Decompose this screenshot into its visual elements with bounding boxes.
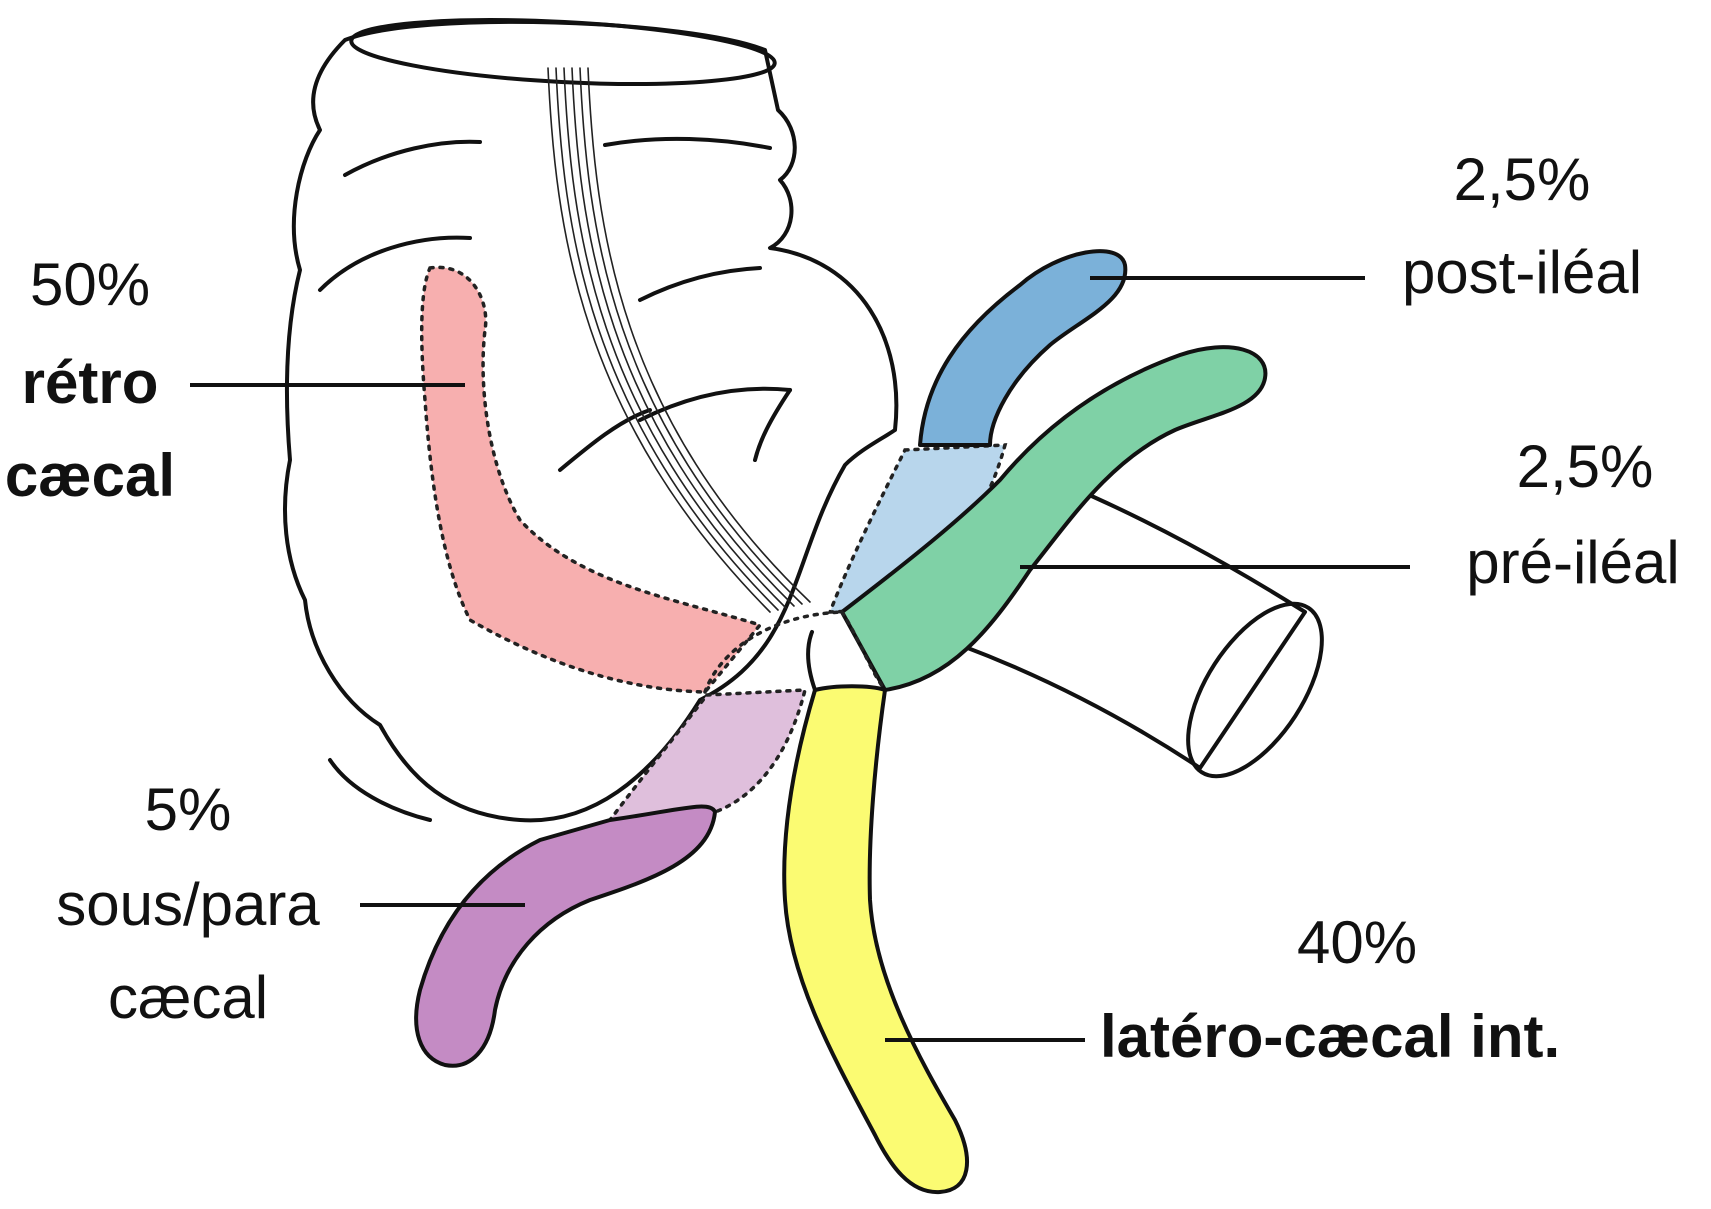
label-post: 2,5% post-iléal [1402, 146, 1642, 306]
appendix-pre-ileal [840, 345, 1268, 692]
retro-line2: cæcal [5, 442, 175, 509]
post-percent: 2,5% [1454, 146, 1591, 213]
latero-line1: latéro-cæcal int. [1100, 1003, 1560, 1070]
caecum-colon [283, 18, 899, 823]
leader-lines [190, 276, 1410, 1042]
latero-percent: 40% [1297, 909, 1417, 976]
ileum [958, 478, 1324, 779]
sous-percent: 5% [145, 776, 232, 843]
sous-line2: cæcal [108, 964, 268, 1031]
label-retro: 50% rétro cæcal [5, 251, 175, 509]
pre-percent: 2,5% [1517, 433, 1654, 500]
label-latero: 40% latéro-cæcal int. [1100, 909, 1560, 1070]
junction-outline [703, 610, 887, 694]
post-line1: post-iléal [1402, 239, 1642, 306]
label-pre: 2,5% pré-iléal [1466, 433, 1679, 596]
appendix-latero-caecal [782, 684, 969, 1195]
appendix-retro-caecal [419, 265, 764, 694]
retro-percent: 50% [30, 251, 150, 318]
sous-line1: sous/para [56, 871, 320, 938]
pre-line1: pré-iléal [1466, 529, 1679, 596]
label-sous: 5% sous/para cæcal [56, 776, 320, 1031]
appendix-sous-para-caecal [414, 688, 808, 1068]
retro-line1: rétro [22, 349, 159, 416]
